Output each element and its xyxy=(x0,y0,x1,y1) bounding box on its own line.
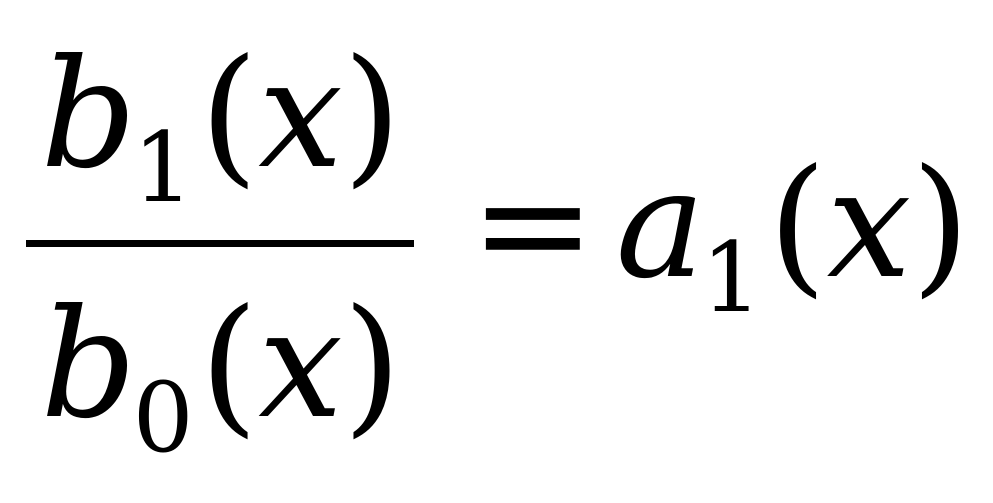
denominator-subscript: 0 xyxy=(132,362,194,474)
numerator-close-paren: ) xyxy=(342,28,402,202)
denominator: b0(x) xyxy=(26,290,416,466)
fraction: b1(x) b0(x) xyxy=(26,20,416,480)
rhs-argument: x xyxy=(826,138,912,312)
denominator-open-paren: ( xyxy=(199,278,259,452)
denominator-close-paren: ) xyxy=(342,278,402,452)
fraction-bar xyxy=(26,240,414,247)
right-hand-side: =a1(x) xyxy=(470,150,970,326)
rhs-variable: a xyxy=(615,138,706,312)
rhs-open-paren: ( xyxy=(768,138,827,312)
numerator-variable: b xyxy=(40,28,137,202)
equals-sign: = xyxy=(470,138,596,312)
numerator-argument: x xyxy=(258,28,343,202)
numerator-subscript: 1 xyxy=(132,112,194,224)
denominator-argument: x xyxy=(258,278,343,452)
numerator: b1(x) xyxy=(26,40,416,216)
rhs-close-paren: ) xyxy=(911,138,970,312)
numerator-open-paren: ( xyxy=(199,28,259,202)
denominator-variable: b xyxy=(40,278,137,452)
rhs-subscript: 1 xyxy=(701,222,763,334)
